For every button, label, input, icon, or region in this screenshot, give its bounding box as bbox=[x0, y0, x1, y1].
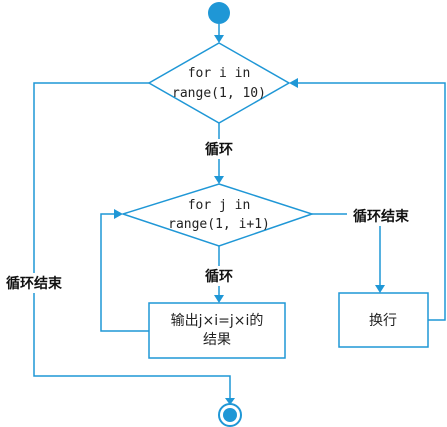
arrowhead bbox=[375, 285, 385, 293]
edge-outer-end-to-end bbox=[33, 82, 231, 399]
outer-loop-body-label: 循环 bbox=[205, 141, 233, 158]
inner-loop-line1: for j in bbox=[188, 198, 251, 213]
arrowhead bbox=[114, 209, 123, 219]
arrowhead bbox=[289, 78, 298, 88]
arrowhead bbox=[214, 295, 224, 303]
edge-label-bg bbox=[200, 266, 238, 286]
arrowhead bbox=[214, 176, 224, 184]
edge-newline-back-to-outer bbox=[298, 82, 446, 321]
outer-loop-line2: range(1, 10) bbox=[172, 86, 266, 101]
edge-label-bg bbox=[0, 273, 68, 293]
inner-loop-line2: range(1, i+1) bbox=[168, 217, 270, 232]
output-box-line2: 结果 bbox=[203, 332, 231, 348]
inner-loop-end-label: 循环结束 bbox=[353, 208, 410, 225]
output-box-line1: 输出j×i=j×i的 bbox=[171, 313, 264, 329]
outer-loop-end-label: 循环结束 bbox=[6, 275, 63, 292]
edge-output-back-to-inner bbox=[100, 213, 149, 332]
start-node bbox=[208, 2, 230, 24]
inner-loop-body-label: 循环 bbox=[205, 268, 233, 285]
edge-label-bg bbox=[347, 206, 415, 226]
outer-loop-decision bbox=[147, 42, 291, 124]
edge-label-bg bbox=[200, 139, 238, 159]
arrowhead bbox=[214, 35, 224, 43]
arrowhead bbox=[225, 398, 235, 405]
inner-loop-decision bbox=[120, 183, 315, 247]
end-node-core bbox=[223, 408, 237, 422]
outer-loop-line1: for i in bbox=[188, 66, 251, 81]
output-box bbox=[148, 302, 286, 359]
newline-box-label: 换行 bbox=[369, 312, 397, 329]
